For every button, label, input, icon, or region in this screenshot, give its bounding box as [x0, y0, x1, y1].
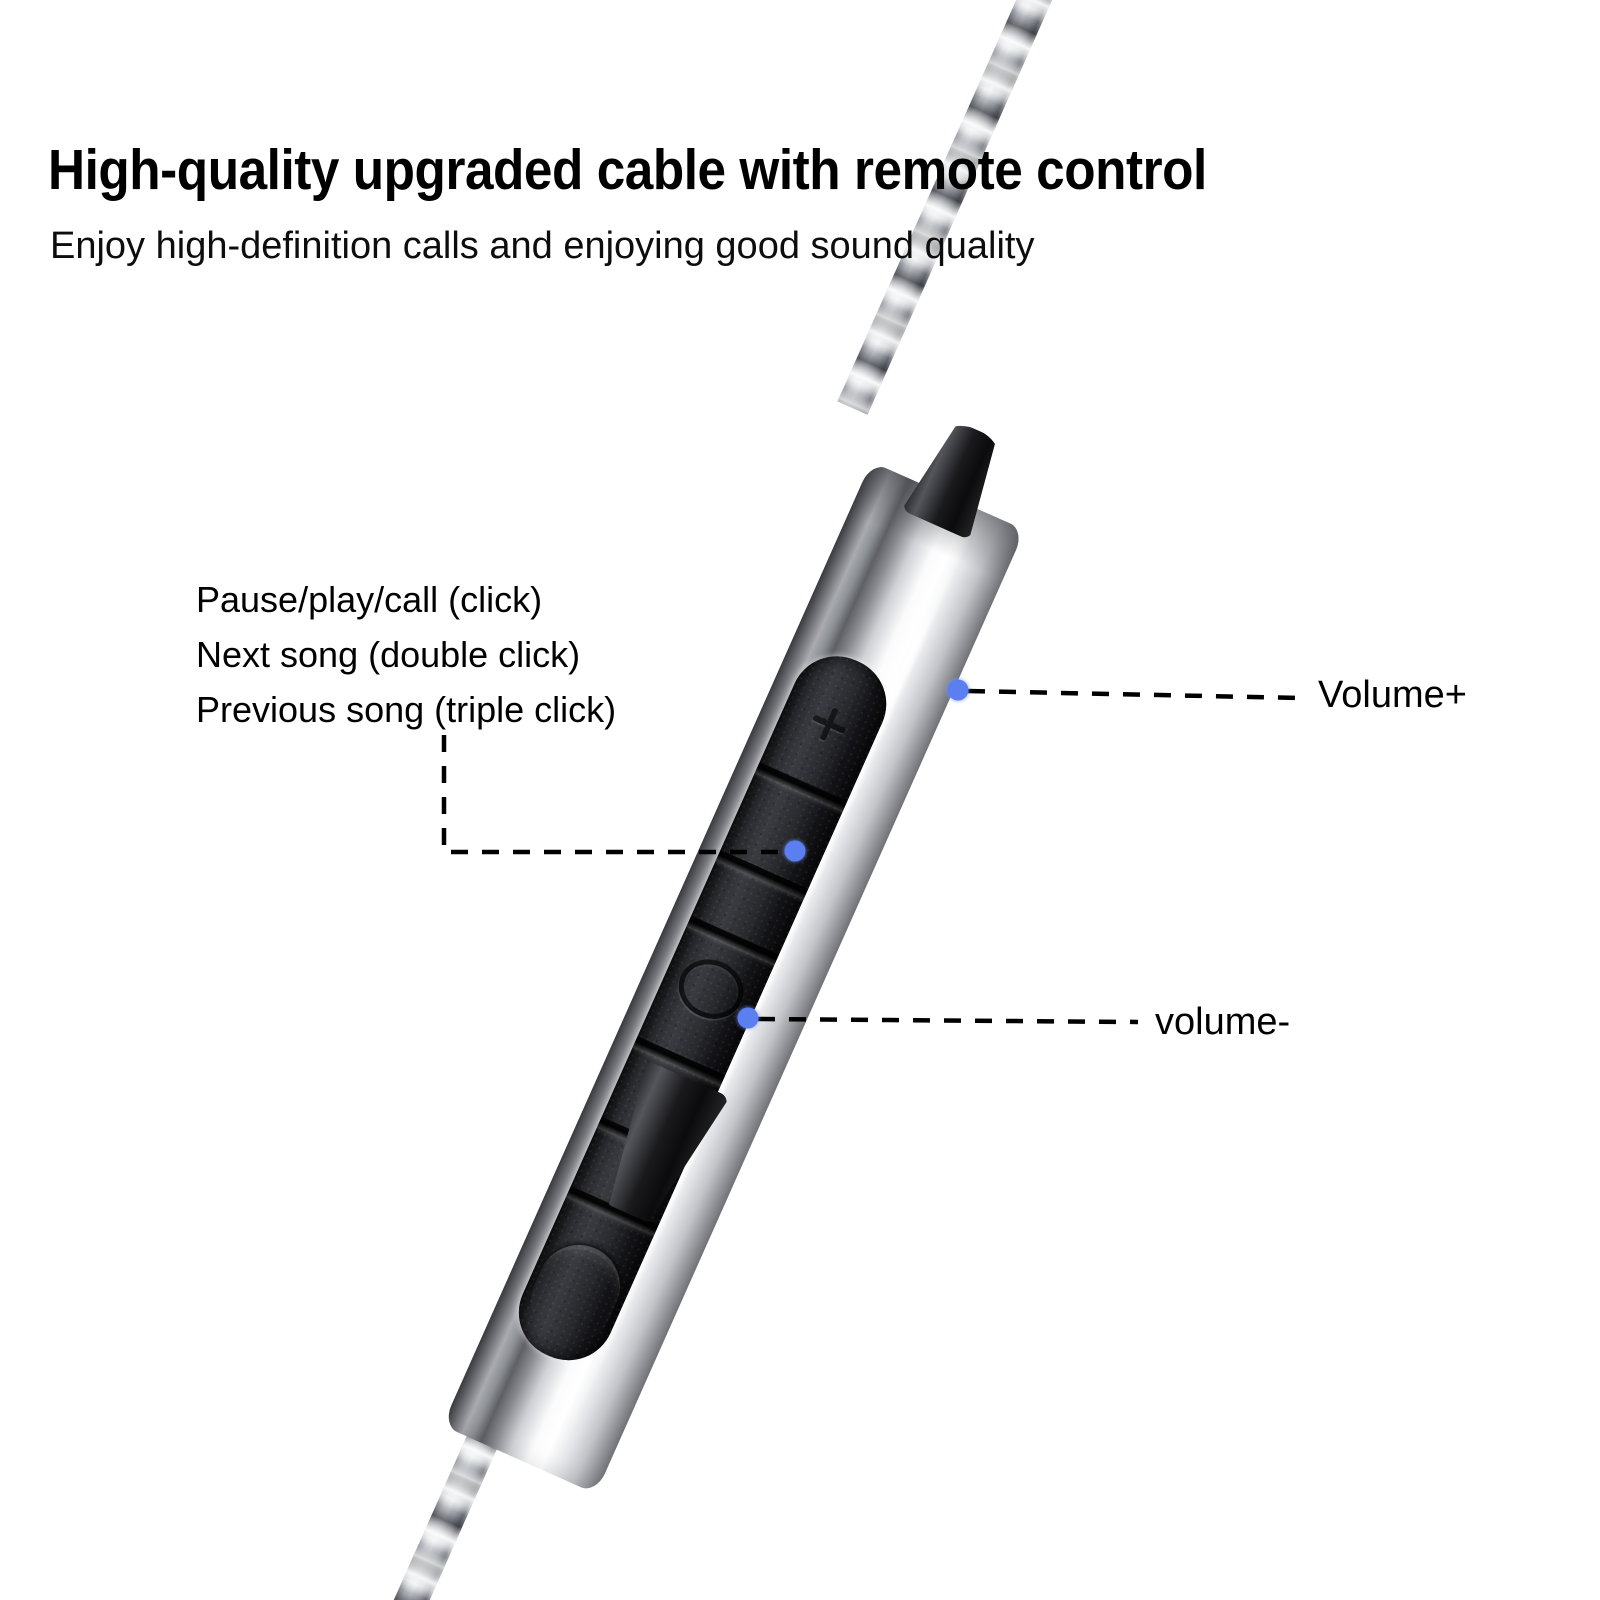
cable-braided-top [837, 0, 1112, 415]
page-title: High-quality upgraded cable with remote … [48, 138, 1207, 202]
instruction-line-2: Next song (double click) [196, 634, 581, 675]
page-subtitle: Enjoy high-definition calls and enjoying… [50, 225, 1035, 267]
inline-remote-control [442, 393, 1059, 1494]
instruction-line-1: Pause/play/call (click) [196, 579, 543, 620]
marker-dot-multifunction [784, 840, 806, 862]
button-instructions: Pause/play/call (click) Next song (doubl… [196, 572, 616, 737]
instruction-line-3: Previous song (triple click) [196, 689, 617, 730]
callout-label-volume-up: Volume+ [1318, 674, 1467, 716]
button-strip[interactable] [504, 641, 901, 1375]
marker-dot-volume-up [947, 679, 969, 701]
marker-dot-volume-down [737, 1007, 759, 1029]
cable-strand [837, 0, 1112, 415]
callout-label-volume-down: volume- [1155, 1001, 1291, 1043]
cable-braid-texture [837, 0, 1112, 415]
